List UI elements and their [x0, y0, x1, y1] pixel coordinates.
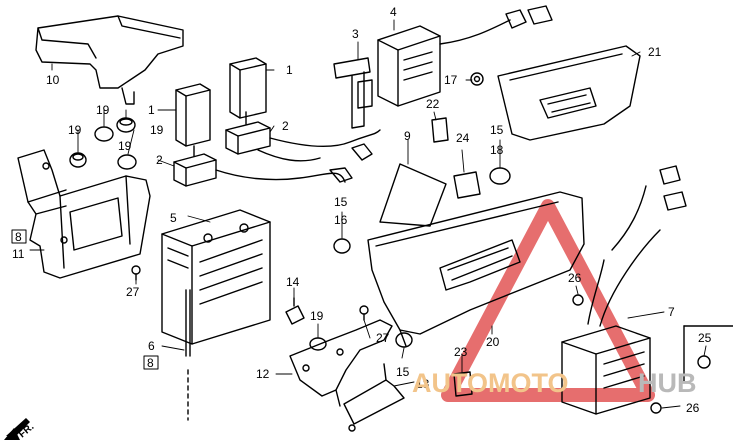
grommet-19b	[116, 117, 136, 133]
callout-9: 9	[404, 129, 411, 143]
callout-15: 15	[490, 123, 504, 137]
callout-14: 14	[286, 275, 300, 289]
callout-27: 27	[126, 285, 140, 299]
part-5-battery	[161, 209, 271, 345]
grommet-19e	[309, 337, 327, 351]
callout-18: 18	[490, 143, 504, 157]
part-6-vent-tube	[185, 289, 191, 421]
part-2-socket-b	[225, 111, 271, 155]
callout-7: 7	[668, 305, 675, 319]
part-22-pad	[431, 117, 449, 143]
callout-labels: 10 19 19 19 19 1 1 2 2 3 4 21 17 22 24 1…	[12, 5, 712, 415]
callout-24: 24	[456, 131, 470, 145]
callout-19: 19	[118, 139, 132, 153]
part-17-nut	[470, 72, 484, 86]
callout-19: 19	[68, 123, 82, 137]
part-21-side-cover	[497, 45, 641, 141]
callout-2: 2	[282, 119, 289, 133]
callout-10: 10	[46, 73, 60, 87]
callout-26: 26	[568, 271, 582, 285]
callout-13: 13	[416, 377, 430, 391]
front-arrow-icon	[4, 418, 30, 440]
bolt-27a	[131, 265, 141, 281]
callout-6: 6	[148, 339, 155, 353]
callout-22: 22	[426, 97, 440, 111]
watermark-text: AUTOMOTO HUB	[412, 368, 697, 398]
callout-27: 27	[376, 331, 390, 345]
part-13-stay	[343, 363, 405, 432]
part-10-cover	[35, 15, 184, 105]
part-3-bracket	[333, 57, 373, 129]
part-7-regulator	[561, 165, 687, 415]
part-18-grommet	[489, 167, 511, 185]
part-1-relay-a	[175, 83, 211, 147]
grommet-19d	[117, 154, 137, 170]
callout-23: 23	[454, 345, 468, 359]
callout-19: 19	[150, 123, 164, 137]
callout-5: 5	[170, 211, 177, 225]
svg-text:8: 8	[147, 356, 154, 370]
leader-lines	[29, 19, 707, 409]
callout-19: 19	[310, 309, 324, 323]
boxed-ref-8b: 8	[143, 355, 159, 370]
boxed-ref-8a: 8	[11, 229, 27, 244]
grommet-19a	[94, 126, 114, 142]
watermark-part1: AUTOMOTO	[412, 368, 569, 398]
part-11-battery-holder	[17, 149, 151, 279]
callout-12: 12	[256, 367, 270, 381]
part-1-relay-b	[229, 57, 267, 119]
part-24-pad	[453, 171, 481, 199]
part-9-plate	[379, 163, 447, 227]
part-4-ignition-unit	[377, 5, 553, 107]
bolt-26a	[572, 294, 584, 306]
grommet-19c	[69, 152, 87, 168]
callout-2: 2	[156, 153, 163, 167]
part-12-bracket	[289, 319, 393, 407]
callout-1: 1	[148, 103, 155, 117]
callout-20: 20	[486, 335, 500, 349]
callout-26: 26	[686, 401, 700, 415]
part-23-pad	[453, 371, 473, 397]
callout-15: 15	[334, 195, 348, 209]
callout-21: 21	[648, 45, 662, 59]
part-2-socket-a	[173, 145, 217, 187]
wiring-harness	[215, 129, 381, 183]
part-20-side-cover	[367, 191, 585, 347]
bolt-27b	[359, 305, 369, 321]
callout-3: 3	[352, 27, 359, 41]
callout-15: 15	[396, 365, 410, 379]
svg-text:8: 8	[15, 230, 22, 244]
callout-17: 17	[444, 73, 458, 87]
callout-25: 25	[698, 331, 712, 345]
callout-4: 4	[390, 5, 397, 19]
callout-1: 1	[286, 63, 293, 77]
callout-19: 19	[96, 103, 110, 117]
callout-11: 11	[12, 247, 25, 261]
callout-16: 16	[334, 213, 348, 227]
watermark-triangle	[441, 199, 655, 402]
grommet-15c	[395, 332, 413, 348]
part-14-clip	[285, 297, 305, 325]
watermark-part2: HUB	[638, 368, 697, 398]
part-16-grommet	[333, 238, 351, 254]
bolt-26b	[650, 402, 662, 414]
